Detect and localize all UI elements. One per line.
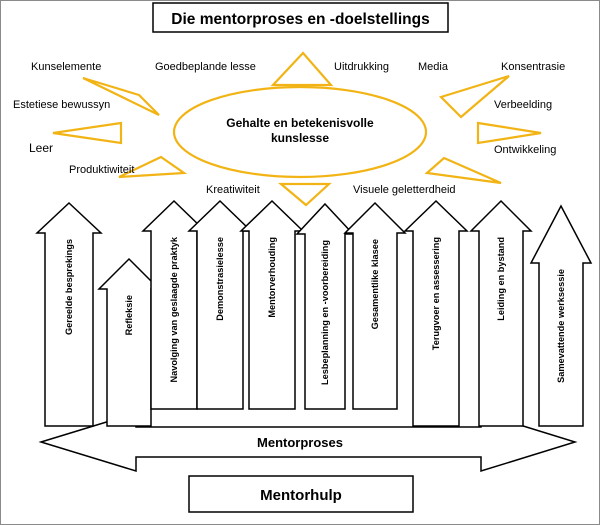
- label-goedbeplande-lesse: Goedbeplande lesse: [155, 61, 256, 73]
- mentorproses-label: Mentorproses: [257, 435, 343, 450]
- vertical-arrow-label-7: Gesamentlike klasee: [370, 239, 380, 329]
- sun-ray-right: [476, 121, 542, 145]
- label-media: Media: [418, 61, 449, 73]
- sun-center-line-1: Gehalte en betekenisvolle: [226, 116, 374, 130]
- vertical-arrow-label-5: Mentorverhouding: [267, 237, 277, 318]
- label-produktiwiteit: Produktiwiteit: [69, 164, 134, 176]
- sun-ray-top-right: [438, 74, 510, 119]
- vertical-arrow-label-3: Navolging van geslaagde praktyk: [169, 236, 179, 382]
- vertical-arrow-6: [295, 202, 355, 410]
- vertical-arrow-label-9: Leiding en bystand: [496, 237, 506, 321]
- label-uitdrukking: Uitdrukking: [334, 61, 389, 73]
- label-konsentrasie: Konsentrasie: [501, 61, 565, 73]
- vertical-arrow-7: [343, 201, 407, 410]
- label-verbeelding: Verbeelding: [494, 99, 552, 111]
- sun-ray-bottom-right: [424, 156, 502, 185]
- sun-ray-bottom: [277, 182, 332, 207]
- title-box: [152, 2, 449, 33]
- vertical-arrow-10: [529, 204, 593, 427]
- diagram-title: Die mentorproses en -doelstellings: [171, 11, 429, 28]
- vertical-arrow-label-2: Refleksie: [124, 295, 134, 335]
- vertical-arrow-9: [469, 199, 533, 427]
- sun-ray-left: [52, 121, 123, 145]
- label-kreatiwiteit: Kreatiwiteit: [206, 184, 260, 196]
- sun-ray-top-left: [82, 76, 160, 116]
- footer-label: Mentorhulp: [260, 487, 342, 504]
- label-estetiese-bewussyn: Estetiese bewussyn: [13, 99, 110, 111]
- sun-ray-bottom-left: [118, 155, 188, 179]
- label-visuele-geletterdheid: Visuele geletterdheid: [353, 184, 456, 196]
- label-leer: Leer: [29, 141, 53, 155]
- vertical-arrow-label-6: Lesbeplanning en -voorbereiding: [320, 240, 330, 385]
- vertical-arrow-label-10: Samevattende werksessie: [556, 269, 566, 383]
- label-kunselemente: Kunselemente: [31, 61, 101, 73]
- footer-box: [188, 475, 414, 513]
- vertical-arrow-1: [35, 201, 103, 427]
- vertical-arrow-label-1: Gereelde besprekings: [64, 239, 74, 335]
- vertical-arrow-8: [403, 199, 469, 427]
- label-ontwikkeling: Ontwikkeling: [494, 144, 556, 156]
- vertical-arrow-2: [97, 257, 161, 427]
- vertical-arrow-label-4: Demonstrasielesse: [215, 237, 225, 321]
- sun-core: [172, 85, 428, 179]
- vertical-arrow-label-8: Terugvoer en assessering: [431, 237, 441, 350]
- sun-center-line-2: kunslesse: [271, 131, 329, 145]
- sun-ray-top: [270, 51, 334, 87]
